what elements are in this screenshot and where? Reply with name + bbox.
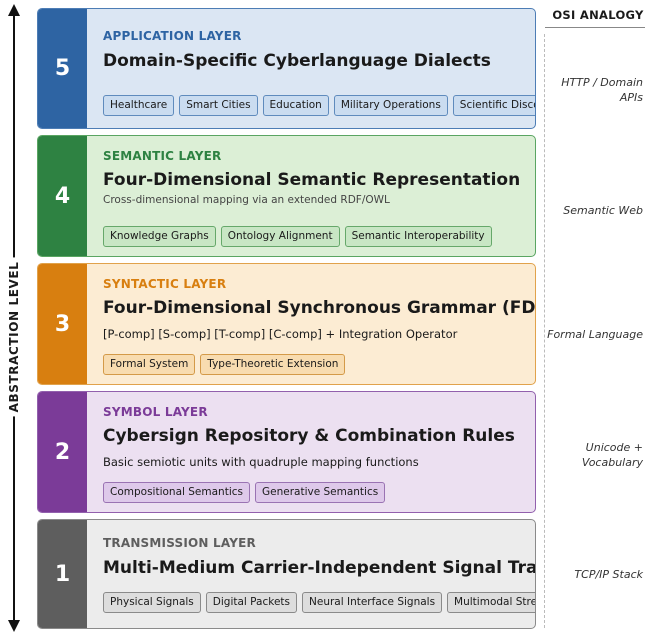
tag: Compositional Semantics <box>103 482 250 503</box>
layer-title: Multi-Medium Carrier-Independent Signal … <box>103 558 535 578</box>
analogy-header-rule <box>545 27 645 28</box>
analogy-application: HTTP / Domain APIs <box>561 76 643 104</box>
tag: Education <box>262 95 329 116</box>
axis-label: ABSTRACTION LEVEL <box>7 257 21 417</box>
layer-number: 2 <box>38 392 87 512</box>
tag-row: Formal System Type-Theoretic Extension <box>103 354 346 375</box>
layer-name: SEMANTIC LAYER <box>103 149 222 163</box>
layer-description: [P-comp] [S-comp] [T-comp] [C-comp] + In… <box>103 327 458 341</box>
layer-title: Four-Dimensional Semantic Representation <box>103 170 521 190</box>
layer-description: Cross-dimensional mapping via an extende… <box>103 194 390 206</box>
layer-3: 3 SYNTACTIC LAYER Four-Dimensional Synch… <box>37 263 536 385</box>
tag-row: Compositional Semantics Generative Seman… <box>103 482 386 503</box>
layer-name: TRANSMISSION LAYER <box>103 536 256 550</box>
layer-2: 2 SYMBOL LAYER Cybersign Repository & Co… <box>37 391 536 513</box>
layer-title: Domain-Specific Cyberlanguage Dialects <box>103 51 491 71</box>
analogy-header: OSI ANALOGY <box>552 8 644 22</box>
tag: Smart Cities <box>179 95 258 116</box>
tag: Multimodal Streams <box>447 592 535 613</box>
tag-row: Knowledge Graphs Ontology Alignment Sema… <box>103 226 492 247</box>
layer-number: 4 <box>38 136 87 256</box>
tag: Scientific Discovery <box>452 95 535 116</box>
analogy-transmission: TCP/IP Stack <box>574 568 643 581</box>
layer-title: Cybersign Repository & Combination Rules <box>103 426 515 446</box>
tag: Military Operations <box>333 95 448 116</box>
layer-name: SYNTACTIC LAYER <box>103 277 227 291</box>
abstraction-axis: ABSTRACTION LEVEL <box>0 0 28 637</box>
layer-1: 1 TRANSMISSION LAYER Multi-Medium Carrie… <box>37 519 536 629</box>
analogy-semantic: Semantic Web <box>563 204 643 217</box>
tag: Healthcare <box>103 95 175 116</box>
layer-number: 3 <box>38 264 87 384</box>
tag: Knowledge Graphs <box>103 226 216 247</box>
layer-number: 1 <box>38 520 87 628</box>
layer-4: 4 SEMANTIC LAYER Four-Dimensional Semant… <box>37 135 536 257</box>
layer-5: 5 APPLICATION LAYER Domain-Specific Cybe… <box>37 8 536 129</box>
layer-name: APPLICATION LAYER <box>103 29 242 43</box>
layer-number: 5 <box>38 9 87 128</box>
tag: Generative Semantics <box>254 482 386 503</box>
analogy-syntactic: Formal Language <box>547 328 643 341</box>
tag: Ontology Alignment <box>220 226 340 247</box>
tag: Semantic Interoperability <box>344 226 492 247</box>
analogy-symbol: Unicode + Vocabulary <box>581 441 643 469</box>
tag: Physical Signals <box>103 592 201 613</box>
tag-row: Physical Signals Digital Packets Neural … <box>103 592 535 613</box>
layer-title: Four-Dimensional Synchronous Grammar (FD… <box>103 298 536 318</box>
analogy-divider <box>544 34 545 628</box>
layer-description: Basic semiotic units with quadruple mapp… <box>103 455 419 469</box>
tag: Neural Interface Signals <box>302 592 443 613</box>
tag-row: Healthcare Smart Cities Education Milita… <box>103 95 535 116</box>
layer-name: SYMBOL LAYER <box>103 405 208 419</box>
tag: Digital Packets <box>205 592 297 613</box>
tag: Type-Theoretic Extension <box>200 354 346 375</box>
tag: Formal System <box>103 354 196 375</box>
